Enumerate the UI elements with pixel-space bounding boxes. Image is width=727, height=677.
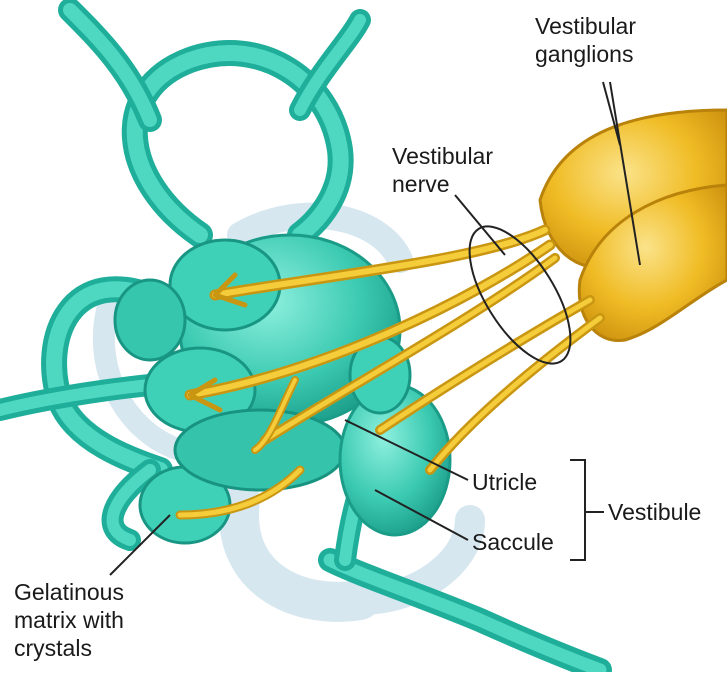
label-gelatinous-matrix: Gelatinous matrix with crystals xyxy=(14,578,124,662)
label-line: crystals xyxy=(14,634,124,662)
label-vestibular-nerve: Vestibular nerve xyxy=(392,142,493,198)
label-line: ganglions xyxy=(535,40,636,68)
label-vestibule: Vestibule xyxy=(608,498,701,526)
label-vestibular-ganglions: Vestibular ganglions xyxy=(535,12,636,68)
label-line: nerve xyxy=(392,170,493,198)
label-line: Vestibular xyxy=(535,12,636,40)
label-line: matrix with xyxy=(14,606,124,634)
label-line: Gelatinous xyxy=(14,578,124,606)
label-saccule: Saccule xyxy=(472,528,554,556)
label-line: Vestibular xyxy=(392,142,493,170)
label-utricle: Utricle xyxy=(472,468,537,496)
